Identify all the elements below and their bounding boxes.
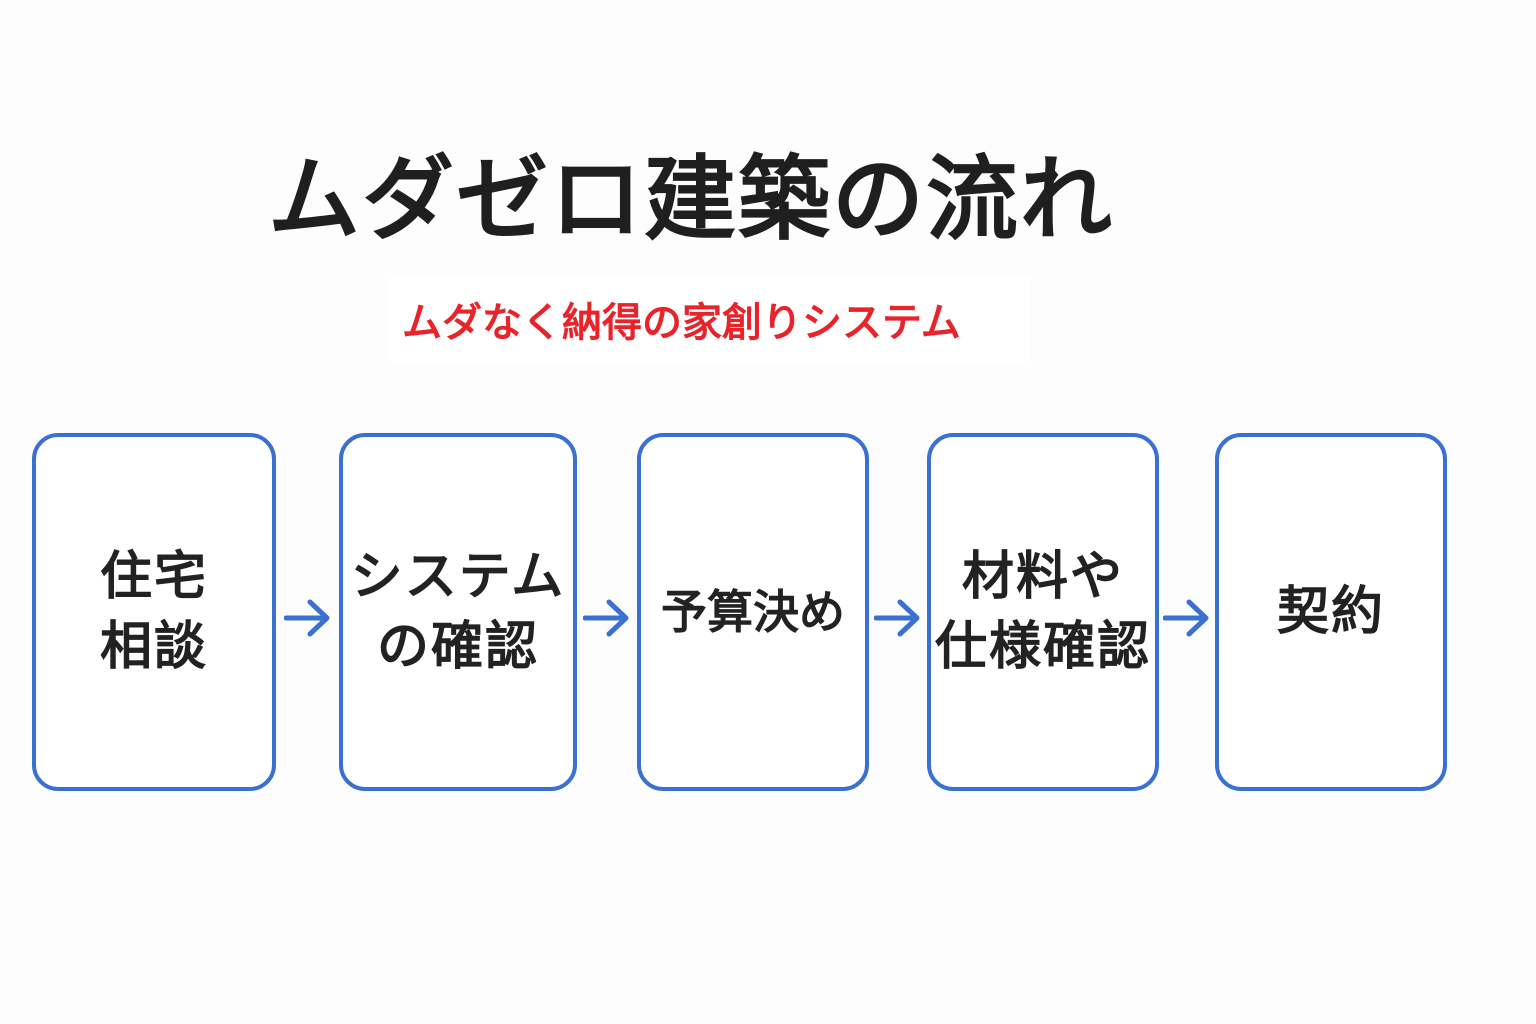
step-label: 契約	[1276, 582, 1385, 642]
step-label: 住宅 相談	[99, 547, 208, 677]
arrow-right-icon	[583, 594, 631, 642]
step-box-5: 契約	[1215, 433, 1447, 791]
step-box-4: 材料や 仕様確認	[927, 433, 1159, 791]
step-box-2: システム の確認	[339, 433, 577, 791]
subtitle: ムダなく納得の家創りシステム	[402, 300, 961, 346]
step-box-3: 予算決め	[637, 433, 869, 791]
step-label: 予算決め	[661, 585, 845, 639]
arrow-right-icon	[874, 594, 922, 642]
subtitle-band	[388, 276, 1030, 362]
step-box-1: 住宅 相談	[32, 433, 276, 791]
step-label: システム の確認	[350, 547, 566, 677]
step-label: 材料や 仕様確認	[934, 547, 1151, 677]
arrow-right-icon	[284, 594, 332, 642]
arrow-right-icon	[1163, 594, 1211, 642]
page-title: ムダゼロ建築の流れ	[268, 146, 1115, 253]
